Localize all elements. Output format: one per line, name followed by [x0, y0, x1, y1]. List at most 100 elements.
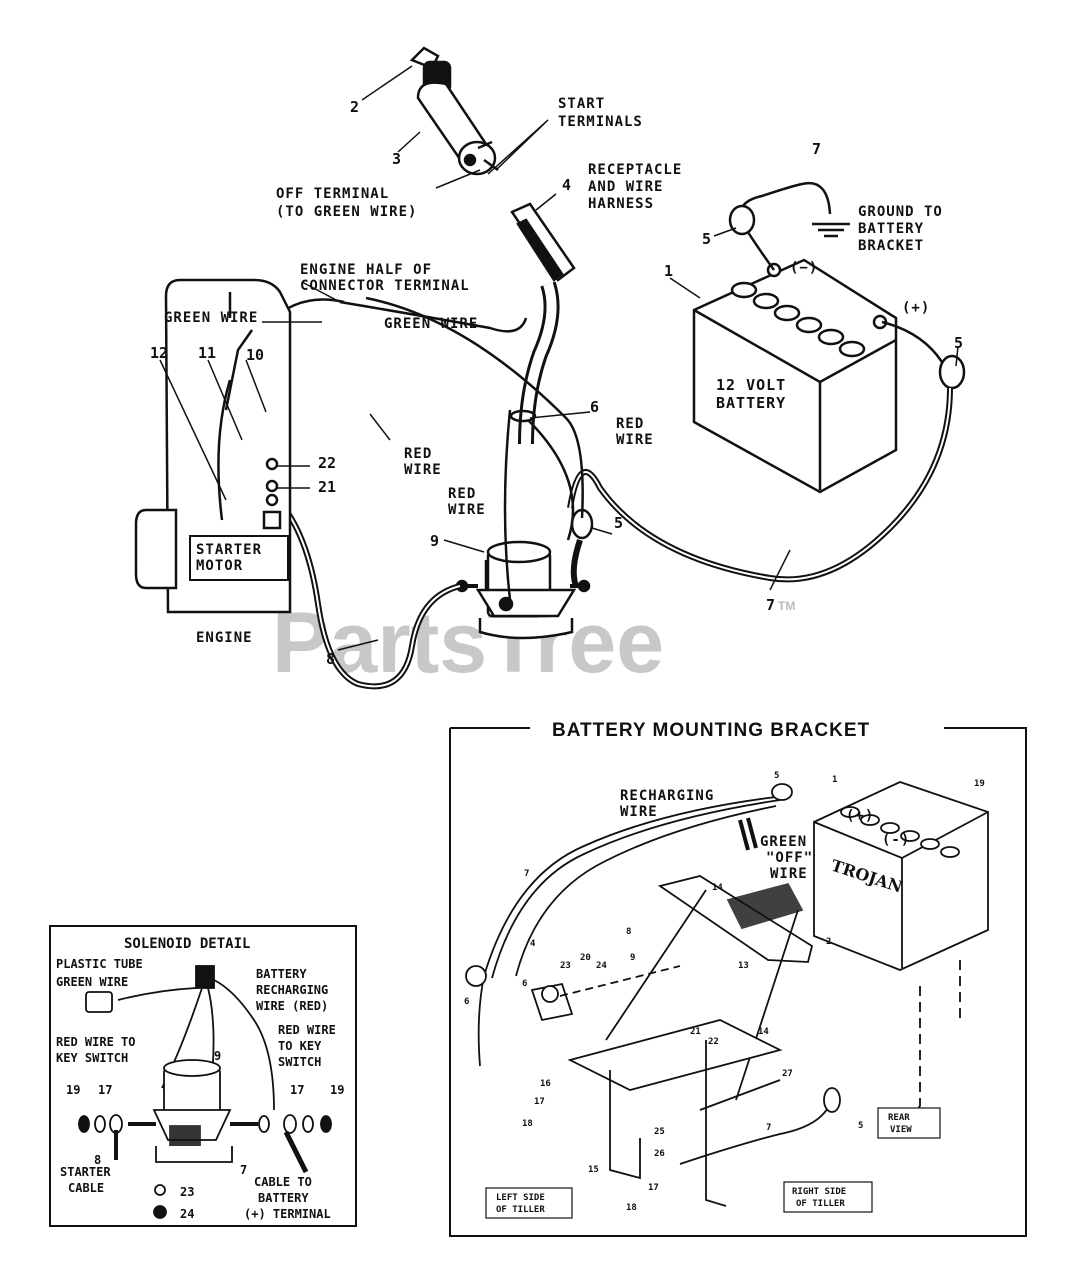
positive-terminal-label: (+) [902, 300, 930, 316]
start-terminals-label-1: START [558, 96, 605, 112]
callout-2: 2 [350, 98, 359, 116]
bracket-callout: 25 [654, 1127, 665, 1137]
red-wire-b-label-1: RED [616, 416, 644, 432]
red-wire-a-label-1: RED [404, 446, 432, 462]
battery-bracket-panel: BATTERY MOUNTING BRACKET [449, 720, 1027, 1237]
watermark-tm: TM [778, 599, 795, 613]
solenoid-red-wire-left-2: KEY SWITCH [56, 1051, 128, 1065]
bracket-green-off-3: WIRE [770, 866, 808, 882]
bracket-title: BATTERY MOUNTING BRACKET [552, 720, 870, 741]
callout-7a: 7 [812, 140, 821, 158]
bracket-recharging-2: WIRE [620, 804, 658, 820]
callout-7b: 7 [766, 596, 775, 614]
bracket-callout: 6 [464, 997, 469, 1007]
solenoid-red-wire-right-3: SWITCH [278, 1055, 321, 1069]
start-terminals-label-2: TERMINALS [558, 114, 643, 130]
callout-10: 10 [246, 346, 264, 364]
callout-8: 8 [326, 650, 335, 668]
solenoid-plastic-tube: PLASTIC TUBE [56, 957, 143, 971]
main-labels: START TERMINALS OFF TERMINAL (TO GREEN W… [164, 96, 943, 646]
bracket-callouts: 1 2 4 5 5 6 6 7 7 8 9 13 14 14 15 16 17 … [464, 771, 985, 1213]
receptacle-label-1: RECEPTACLE [588, 162, 682, 178]
solenoid-red-wire-right-2: TO KEY [278, 1039, 322, 1053]
callout-5a: 5 [702, 230, 711, 248]
bracket-drawing [465, 781, 989, 1219]
starter-motor-label-1: STARTER [196, 542, 262, 558]
solenoid-battery-recharging-2: RECHARGING [256, 983, 328, 997]
receptacle-label-2: AND WIRE [588, 179, 663, 195]
red-wire-c-label-1: RED [448, 486, 476, 502]
solenoid-callout-9: 9 [214, 1049, 221, 1063]
callout-5c: 5 [614, 514, 623, 532]
bracket-callout: 14 [712, 883, 723, 893]
callout-3: 3 [392, 150, 401, 168]
callout-21: 21 [318, 478, 336, 496]
solenoid-detail-panel: SOLENOID DETAIL [49, 925, 357, 1227]
solenoid-callout-19a: 19 [66, 1083, 80, 1097]
solenoid-cable-to-battery-3: (+) TERMINAL [244, 1207, 331, 1221]
callout-1: 1 [664, 262, 673, 280]
bracket-right-side-1: RIGHT SIDE [792, 1187, 846, 1197]
bracket-callout: 8 [626, 927, 631, 937]
engine-label: ENGINE [196, 630, 253, 646]
callout-22: 22 [318, 454, 336, 472]
ground-label-1: GROUND TO [858, 204, 943, 220]
ground-label-2: BATTERY [858, 221, 924, 237]
solenoid-green-wire: GREEN WIRE [56, 975, 128, 989]
bracket-callout: 21 [690, 1027, 701, 1037]
solenoid-callouts: 8 9 7 17 17 19 19 23 24 [66, 1049, 344, 1221]
bracket-recharging-1: RECHARGING [620, 788, 714, 804]
bracket-left-side-2: OF TILLER [496, 1205, 545, 1215]
solenoid-battery-recharging-3: WIRE (RED) [256, 999, 328, 1013]
solenoid-cable-to-battery-2: BATTERY [258, 1191, 309, 1205]
engine-icon [134, 278, 292, 614]
solenoid-red-wire-left-1: RED WIRE TO [56, 1035, 135, 1049]
negative-terminal-label: (−) [790, 260, 818, 276]
receptacle-label-3: HARNESS [588, 196, 654, 212]
engine-half-label-1: ENGINE HALF OF [300, 262, 432, 278]
bracket-callout: 4 [530, 939, 536, 949]
bracket-callout: 9 [630, 953, 635, 963]
bracket-callout: 2 [826, 937, 831, 947]
solenoid-detail-drawing [78, 965, 332, 1219]
bracket-callout: 24 [596, 961, 607, 971]
bracket-rear-view-2: VIEW [890, 1125, 912, 1135]
callout-6: 6 [590, 398, 599, 416]
bracket-callout: 26 [654, 1149, 665, 1159]
bracket-callout: 5 [774, 771, 779, 781]
watermark: PartsTree TM [272, 595, 795, 691]
key-switch-icon [409, 46, 499, 176]
solenoid-battery-recharging-1: BATTERY [256, 967, 307, 981]
red-wire-b-label-2: WIRE [616, 432, 654, 448]
watermark-text: PartsTree [272, 595, 664, 691]
callout-5b: 5 [954, 334, 963, 352]
callout-9: 9 [430, 532, 439, 550]
bracket-callout: 20 [580, 953, 591, 963]
solenoid-cable-to-battery-1: CABLE TO [254, 1175, 312, 1189]
off-terminal-label-2: (TO GREEN WIRE) [276, 204, 417, 220]
bracket-callout: 19 [974, 779, 985, 789]
red-wire-c-label-2: WIRE [448, 502, 486, 518]
solenoid-starter-cable-1: STARTER [60, 1165, 111, 1179]
callout-11: 11 [198, 344, 216, 362]
bracket-callout: 17 [648, 1183, 659, 1193]
bracket-right-side-2: OF TILLER [796, 1199, 845, 1209]
bracket-callout: 18 [522, 1119, 533, 1129]
solenoid-title: SOLENOID DETAIL [124, 936, 250, 952]
bracket-callout: 23 [560, 961, 571, 971]
bracket-callout: 16 [540, 1079, 551, 1089]
bracket-callout: 7 [524, 869, 529, 879]
solenoid-starter-cable-2: CABLE [68, 1181, 104, 1195]
battery-label-1: 12 VOLT [716, 376, 786, 394]
solenoid-callout-23: 23 [180, 1185, 194, 1199]
bracket-left-side-1: LEFT SIDE [496, 1193, 545, 1203]
engine-half-label-2: CONNECTOR TERMINAL [300, 278, 470, 294]
solenoid-callout-7: 7 [240, 1163, 247, 1177]
main-callouts: 1 2 3 4 5 5 5 6 7 7 8 9 10 11 12 21 22 [150, 98, 963, 668]
bracket-callout: 7 [766, 1123, 771, 1133]
solenoid-red-wire-right-1: RED WIRE [278, 1023, 336, 1037]
solenoid-callout-24: 24 [180, 1207, 194, 1221]
battery-label-2: BATTERY [716, 394, 786, 412]
